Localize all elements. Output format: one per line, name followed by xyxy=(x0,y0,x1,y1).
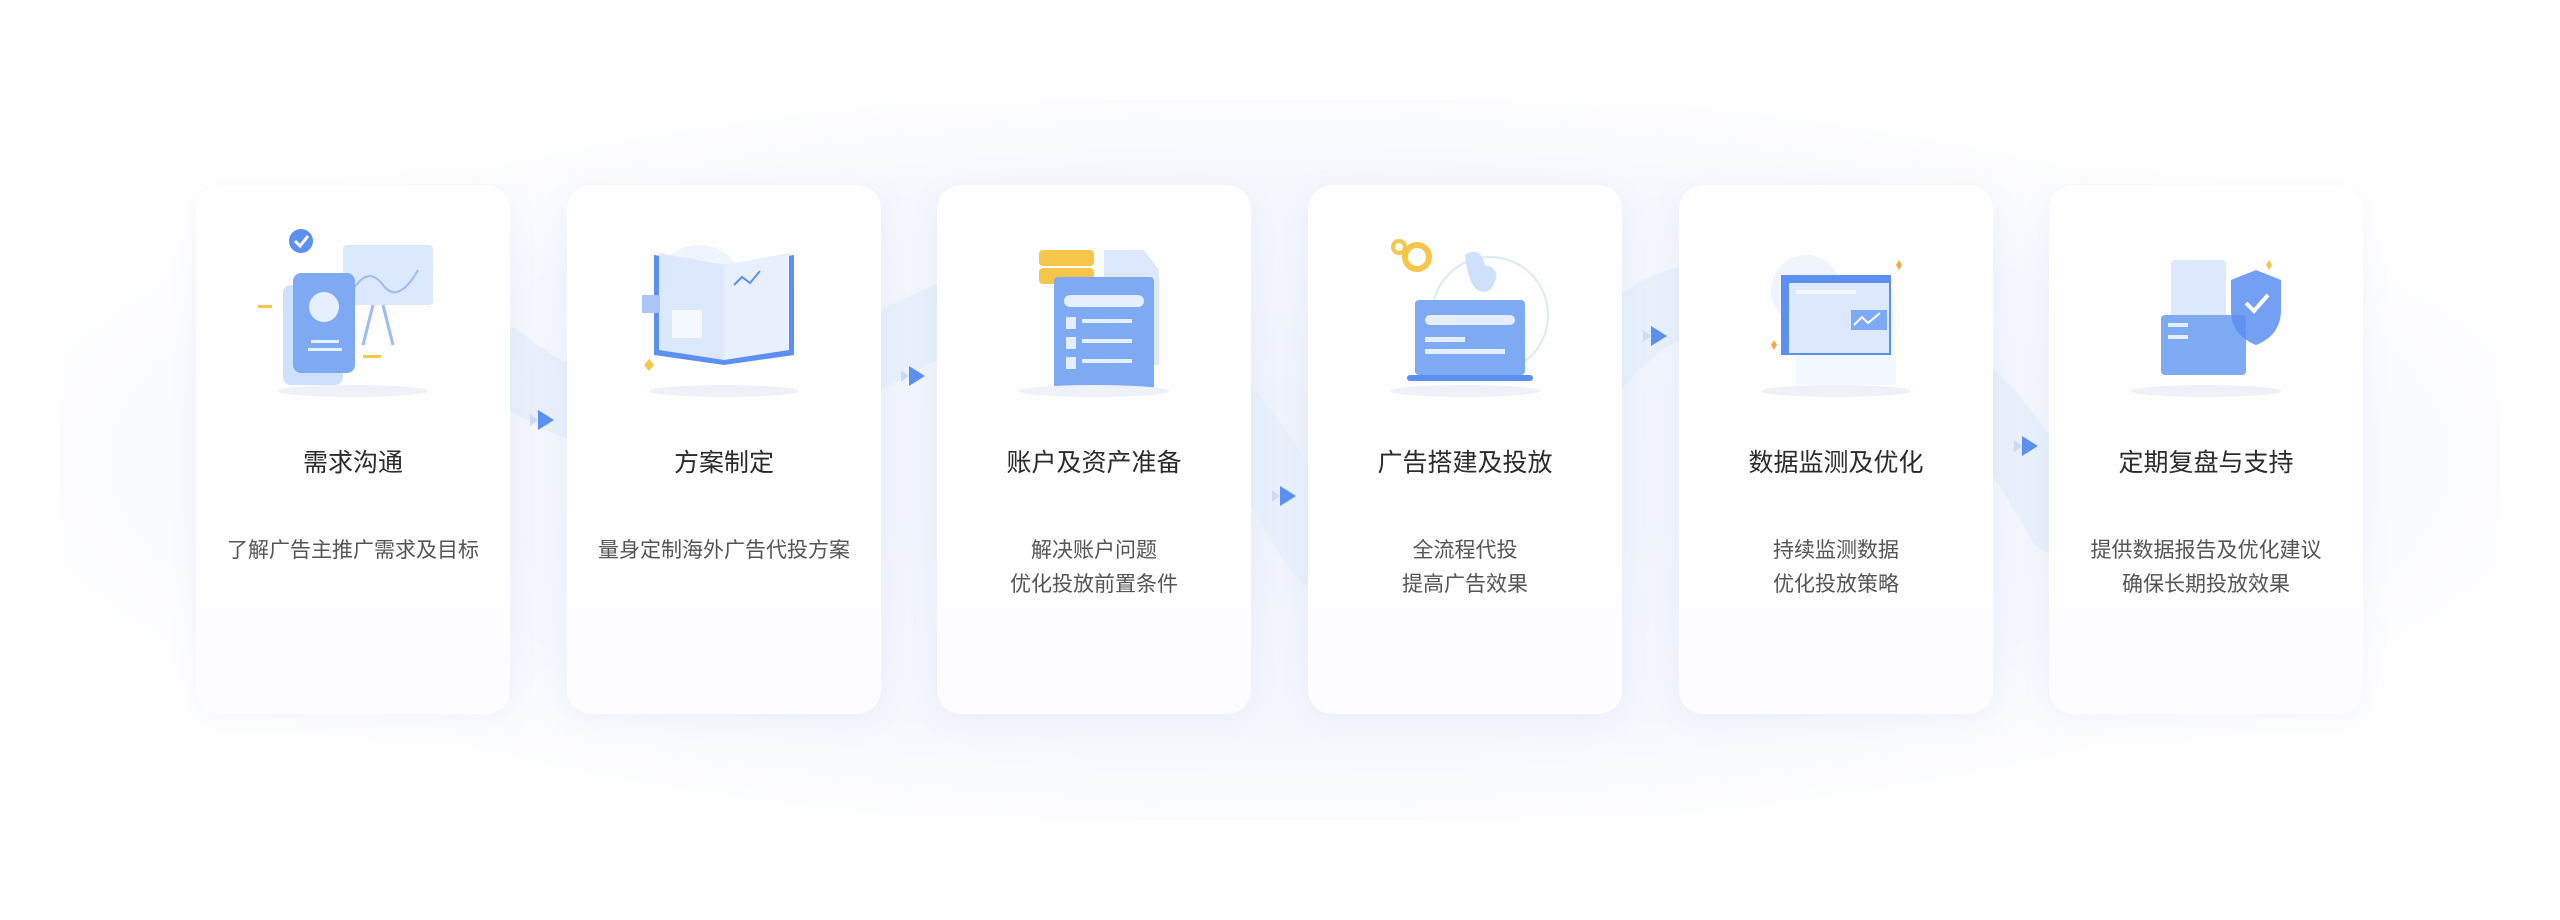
illustration-shadow xyxy=(1761,385,1911,397)
profile-document-icon xyxy=(258,229,433,385)
open-book-icon xyxy=(642,245,794,371)
step-description: 解决账户问题优化投放前置条件 xyxy=(937,533,1251,601)
description-line: 了解广告主推广需求及目标 xyxy=(227,538,479,562)
description-line: 提供数据报告及优化建议 xyxy=(2090,538,2322,562)
description-line: 优化投放策略 xyxy=(1773,572,1899,596)
description-line: 确保长期投放效果 xyxy=(2122,572,2290,596)
step-description: 全流程代投提高广告效果 xyxy=(1308,533,1622,601)
shield-report-icon xyxy=(2161,260,2281,375)
description-line: 优化投放前置条件 xyxy=(1010,572,1178,596)
illustration-shadow xyxy=(2131,385,2281,397)
step-description: 了解广告主推广需求及目标 xyxy=(196,533,510,567)
illustration-shadow xyxy=(1390,385,1540,397)
illustration-shadow xyxy=(278,385,428,397)
description-line: 解决账户问题 xyxy=(1031,538,1157,562)
description-line: 持续监测数据 xyxy=(1773,538,1899,562)
step-title: 定期复盘与支持 xyxy=(2118,448,2294,477)
illustration-shadow xyxy=(649,385,799,397)
step-title: 广告搭建及投放 xyxy=(1377,448,1553,477)
play-arrow-icon xyxy=(530,410,554,430)
laptop-gear-icon xyxy=(1391,239,1549,381)
step-title: 需求沟通 xyxy=(302,448,403,477)
play-arrow-icon xyxy=(901,366,925,386)
step-card-4: 广告搭建及投放 全流程代投提高广告效果 xyxy=(1308,185,1622,714)
description-line: 量身定制海外广告代投方案 xyxy=(598,538,850,562)
step-description: 提供数据报告及优化建议确保长期投放效果 xyxy=(2049,533,2363,601)
step-description: 量身定制海外广告代投方案 xyxy=(567,533,881,567)
play-arrow-icon xyxy=(2014,436,2038,456)
dashboard-icon xyxy=(1771,255,1902,385)
step-description: 持续监测数据优化投放策略 xyxy=(1679,533,1993,601)
account-window-icon xyxy=(1039,250,1159,392)
description-line: 提高广告效果 xyxy=(1402,572,1528,596)
step-card-5: 数据监测及优化 持续监测数据优化投放策略 xyxy=(1679,185,1993,714)
step-card-6: 定期复盘与支持 提供数据报告及优化建议确保长期投放效果 xyxy=(2049,185,2363,714)
step-card-3: 账户及资产准备 解决账户问题优化投放前置条件 xyxy=(937,185,1251,714)
play-arrow-icon xyxy=(1643,326,1667,346)
step-title: 数据监测及优化 xyxy=(1748,448,1924,477)
description-line: 全流程代投 xyxy=(1412,538,1518,562)
step-title: 账户及资产准备 xyxy=(1006,448,1182,477)
step-title: 方案制定 xyxy=(673,448,774,477)
step-card-1: 需求沟通 了解广告主推广需求及目标 xyxy=(196,185,510,714)
illustration-shadow xyxy=(1019,385,1169,397)
play-arrow-icon xyxy=(1272,486,1296,506)
step-card-2: 方案制定 量身定制海外广告代投方案 xyxy=(567,185,881,714)
